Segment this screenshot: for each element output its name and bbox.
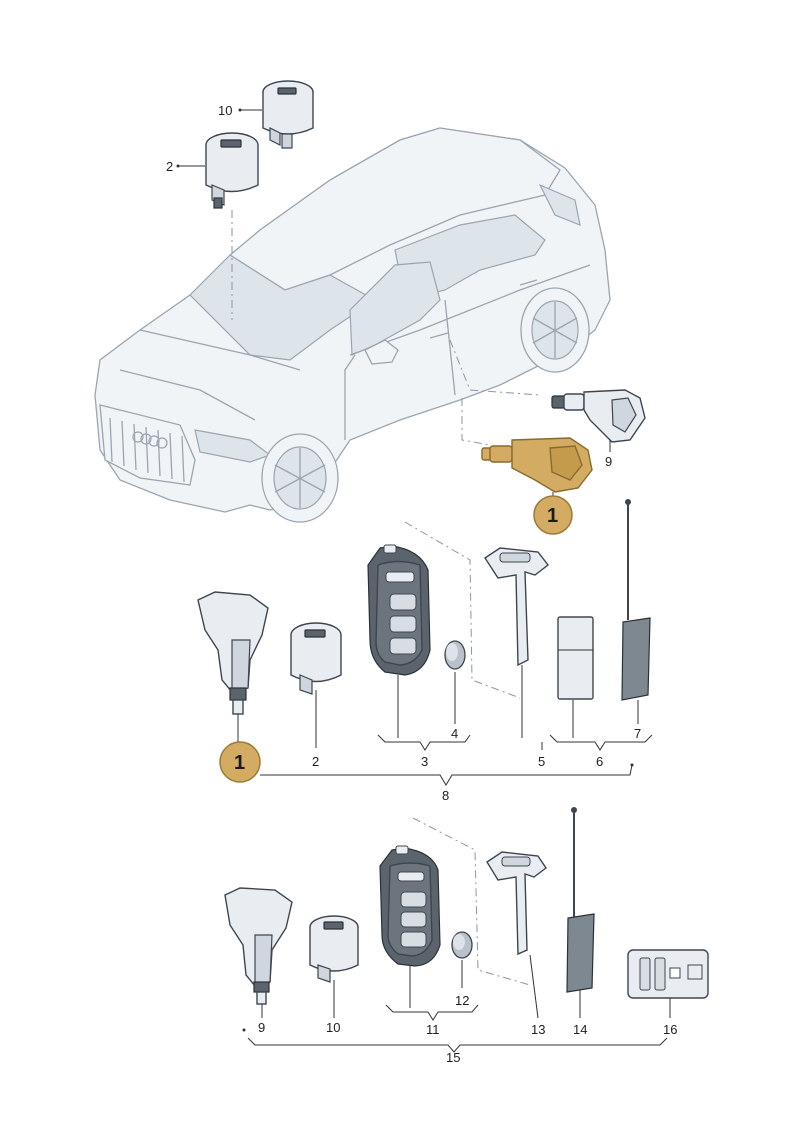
ignition-lock-9-bottom: [224, 887, 293, 1005]
label-2-top: 2: [166, 159, 173, 174]
fob-button-bottom-3: [400, 931, 427, 948]
key-fob-bottom: [379, 845, 441, 967]
leaders-top: [176, 108, 262, 168]
lock-cylinder-10-top: [262, 80, 314, 149]
label-3: 3: [421, 754, 428, 769]
antenna-bottom: [566, 807, 595, 993]
label-15: 15: [446, 1050, 460, 1065]
fob-button-bottom-2: [400, 911, 427, 928]
key-card-bottom: [627, 949, 709, 999]
label-11: 11: [426, 1022, 440, 1037]
label-13: 13: [531, 1022, 545, 1037]
callout-1-car: 1: [533, 495, 573, 535]
label-7: 7: [634, 726, 641, 741]
fob-button-2: [389, 615, 417, 633]
key-fob-row: [367, 544, 431, 676]
label-8: 8: [442, 788, 449, 803]
emergency-key-row: [484, 547, 549, 667]
label-2-row: 2: [312, 754, 319, 769]
label-9-car: 9: [605, 454, 612, 469]
label-4: 4: [451, 726, 458, 741]
leaders-bottom: [242, 954, 671, 1053]
label-5: 5: [538, 754, 545, 769]
fob-button-3: [389, 637, 417, 655]
fob-button-1: [389, 593, 417, 611]
callout-1-row-label: 1: [234, 752, 245, 774]
car-grille: [109, 417, 185, 483]
callout-1-car-label: 1: [547, 505, 558, 527]
antenna-row: [621, 499, 651, 701]
label-12: 12: [455, 993, 469, 1008]
label-9-bottom: 9: [258, 1020, 265, 1035]
ignition-lock-9-car: [551, 389, 646, 443]
label-10-top: 10: [218, 103, 232, 118]
lock-cylinder-2-row: [290, 622, 342, 695]
transponder-row: [557, 616, 594, 700]
car-badge: [132, 431, 168, 449]
callout-1-row: 1: [219, 741, 261, 783]
ignition-lock-highlighted-car: [481, 437, 593, 493]
coin-battery-bottom: [451, 931, 473, 959]
lock-cylinder-10-bottom: [309, 915, 359, 983]
label-16: 16: [663, 1022, 677, 1037]
emergency-key-bottom: [486, 851, 547, 956]
label-10-bottom: 10: [326, 1020, 340, 1035]
ignition-lock-row: [197, 591, 269, 715]
lock-cylinder-2-top: [205, 132, 259, 209]
leaders-middle: [260, 665, 653, 786]
car-illustration: [94, 127, 611, 523]
label-14: 14: [573, 1022, 587, 1037]
coin-battery-row: [444, 640, 466, 670]
label-6: 6: [596, 754, 603, 769]
fob-button-bottom-1: [400, 891, 427, 908]
